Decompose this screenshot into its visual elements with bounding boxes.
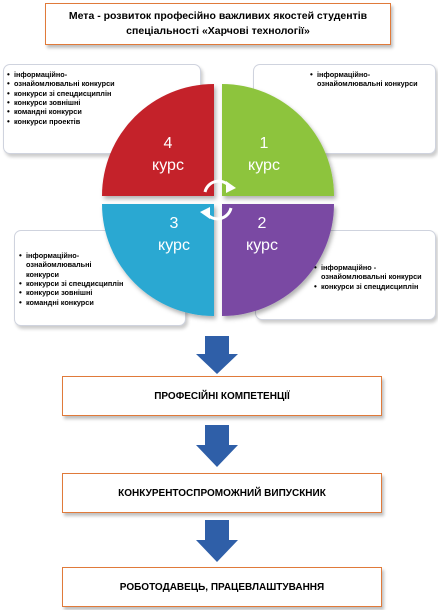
course-wheel: 4 курс 1 курс 3 курс 2 курс xyxy=(102,84,334,316)
flow-step-label: ПРОФЕСІЙНІ КОМПЕТЕНЦІЇ xyxy=(154,390,290,402)
course-4-activity-list: інформаційно-ознайомлювальні конкурсикон… xyxy=(7,70,194,128)
activity-item: ознайомлювальні конкурси xyxy=(7,79,194,90)
down-arrow-icon xyxy=(196,425,238,467)
activity-item: командні конкурси xyxy=(7,107,194,118)
goal-title-line-1: Мета - розвиток професійно важливих якос… xyxy=(68,10,368,23)
activity-item: інформаційно - ознайомлювальні конкурси xyxy=(314,263,429,282)
course-3-number: 3 xyxy=(170,215,179,232)
course-1-segment xyxy=(222,84,334,196)
activity-item: конкурси зі спецдисциплін xyxy=(314,282,429,293)
goal-title-line-2: спеціальності «Харчові технології» xyxy=(126,25,310,37)
goal-box: Мета - розвиток професійно важливих якос… xyxy=(45,3,391,45)
course-1-activity-list: інформаційно- ознайомлювальні конкурси xyxy=(310,70,429,89)
course-2-segment xyxy=(222,204,334,316)
cycle-arrows-icon xyxy=(200,179,236,221)
course-3-segment xyxy=(102,204,214,316)
course-2-word: курс xyxy=(246,237,278,254)
activity-item: конкурси зовнішні xyxy=(19,288,179,299)
activity-item: командні конкурси xyxy=(19,298,179,309)
course-1-number: 1 xyxy=(260,135,269,152)
course-4-word: курс xyxy=(152,157,184,174)
course-2-number: 2 xyxy=(258,215,267,232)
activity-item: конкурси зі спецдисциплін xyxy=(7,89,194,100)
down-arrow-icon xyxy=(196,336,238,374)
flow-step-label: КОНКУРЕНТОСПРОМОЖНИЙ ВИПУСКНИК xyxy=(118,487,326,499)
activity-item: інформаційно- xyxy=(7,70,194,81)
flow-step-professional-competencies: ПРОФЕСІЙНІ КОМПЕТЕНЦІЇ xyxy=(62,376,382,416)
down-arrow-icon xyxy=(196,520,238,562)
activity-item: конкурси зі спецдисциплін xyxy=(19,279,179,290)
course-1-word: курс xyxy=(248,157,280,174)
activity-item: конкурси проектів xyxy=(7,117,194,128)
course-4-number: 4 xyxy=(164,135,173,152)
course-4-segment xyxy=(102,84,214,196)
flow-step-label: РОБОТОДАВЕЦЬ, ПРАЦЕВЛАШТУВАННЯ xyxy=(119,581,325,593)
flow-step-employer-employment: РОБОТОДАВЕЦЬ, ПРАЦЕВЛАШТУВАННЯ xyxy=(62,567,382,607)
activity-item: інформаційно- ознайомлювальні конкурси xyxy=(19,251,179,279)
course-3-activity-list: інформаційно- ознайомлювальні конкурсико… xyxy=(19,251,179,309)
activity-item: інформаційно- ознайомлювальні конкурси xyxy=(310,70,429,89)
activity-item: конкурси зовнішні xyxy=(7,98,194,109)
flow-step-competitive-graduate: КОНКУРЕНТОСПРОМОЖНИЙ ВИПУСКНИК xyxy=(62,473,382,513)
course-3-word: курс xyxy=(158,237,190,254)
course-2-activity-list: інформаційно - ознайомлювальні конкурсик… xyxy=(314,263,429,293)
